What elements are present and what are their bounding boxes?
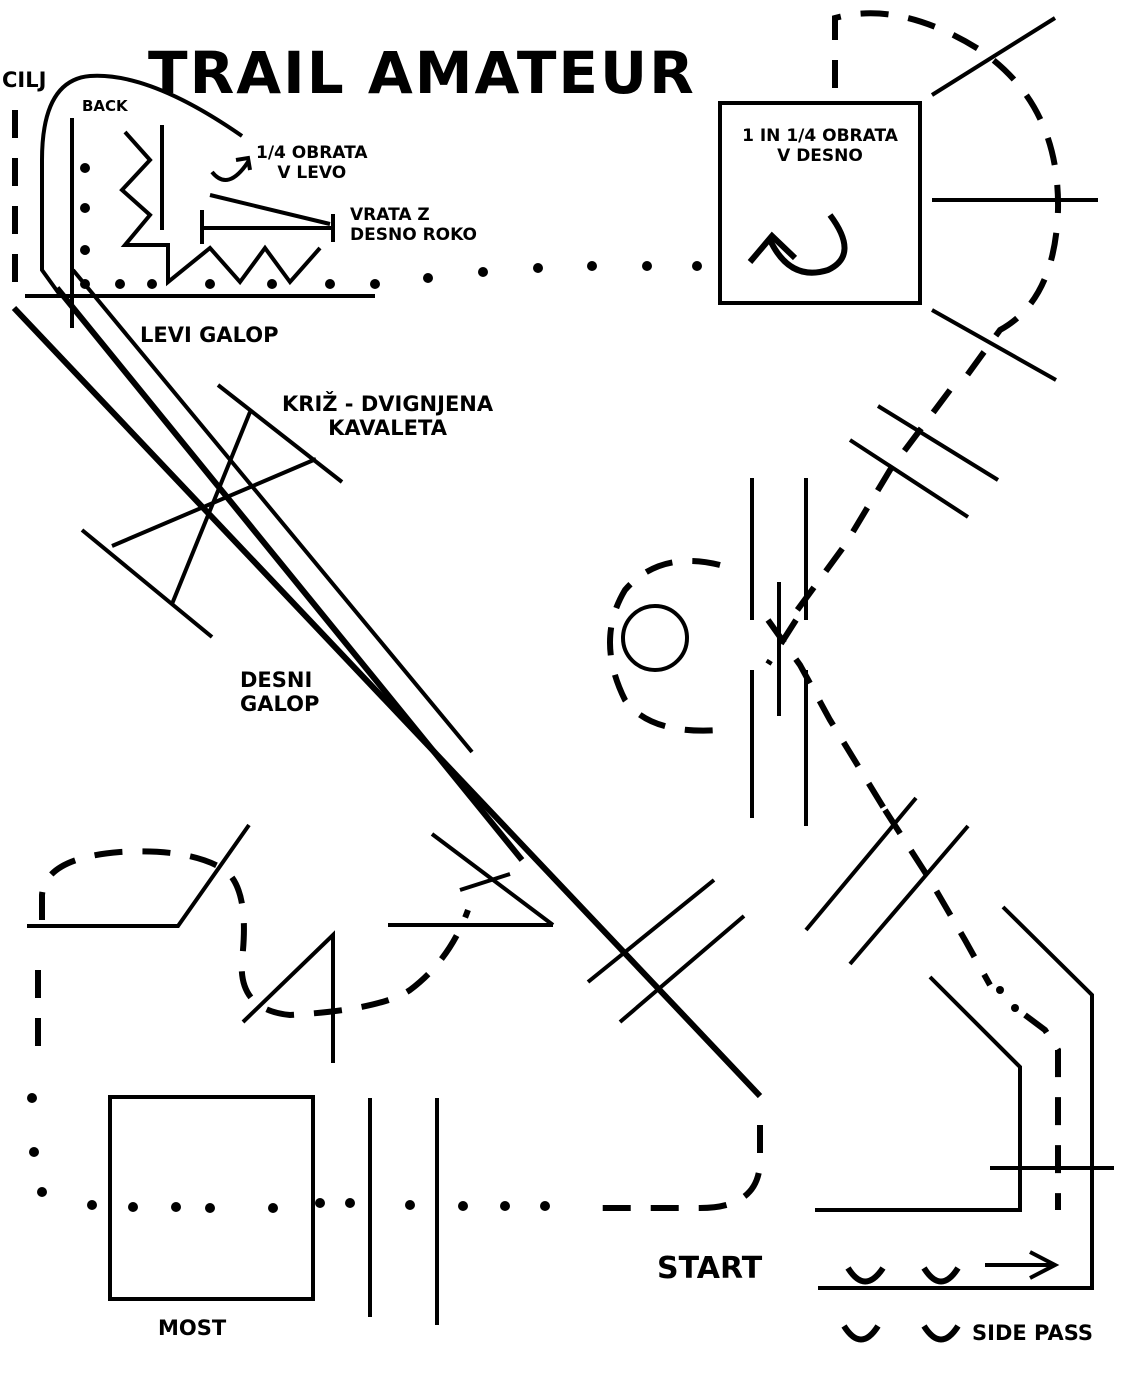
back-through-poles — [70, 118, 322, 328]
dotted-path-bottom — [87, 1198, 550, 1213]
cross-cavaletti-line2: KAVALETA — [328, 416, 447, 441]
center-vertical-poles — [750, 478, 808, 826]
back-label: BACK — [82, 97, 128, 115]
turn-box-line1: 1 IN 1/4 OBRATA — [742, 126, 898, 146]
side-pass-hoof-marks — [841, 1266, 961, 1343]
left-canter-label: LEVI GALOP — [140, 323, 279, 347]
side-pass-label: SIDE PASS — [972, 1321, 1094, 1345]
bridge-poles — [368, 1098, 439, 1325]
gate-label-line1: VRATA Z — [350, 205, 430, 225]
diagonal-lane-lines — [11, 268, 763, 1099]
loop-around-turn-box — [832, 10, 1062, 387]
quarter-turn-left-arrow — [210, 155, 252, 182]
diagram-title: TRAIL AMATEUR — [148, 39, 696, 107]
quarter-turn-left-line2: V LEVO — [277, 162, 347, 183]
cross-raised-cavaletti — [80, 383, 344, 639]
turn-right-arrow — [747, 213, 848, 276]
crossing-poles-upper-right — [848, 404, 1000, 519]
cross-cavaletti-label: KRIŽ - DVIGNJENA KAVALETA — [282, 392, 493, 440]
gate-label: VRATA Z DESNO ROKO — [350, 205, 477, 245]
path-upper-right-down — [787, 388, 953, 622]
back-through-dots — [80, 163, 90, 255]
start-label: START — [657, 1251, 763, 1286]
gate-poles — [200, 193, 335, 244]
cross-cavaletti-line1: KRIŽ - DVIGNJENA — [282, 392, 494, 416]
finish-path-curve — [40, 73, 244, 297]
circle-path-dashed — [607, 557, 721, 734]
center-bottom-crossing-poles — [586, 878, 746, 1024]
turn-box-line2: V DESNO — [777, 145, 863, 166]
path-lower-right — [882, 808, 1061, 1210]
bottom-left-poles — [27, 823, 555, 1063]
bridge-box — [108, 1095, 315, 1301]
finish-label: CILJ — [2, 68, 47, 92]
turn-box-label: 1 IN 1/4 OBRATA V DESNO — [730, 126, 910, 166]
turn-box — [718, 101, 922, 305]
center-cross-path — [765, 618, 888, 812]
quarter-turn-left-line1: 1/4 OBRATA — [256, 143, 368, 163]
left-edge-path — [27, 970, 47, 1197]
quarter-turn-left-label: 1/4 OBRATA V LEVO — [256, 143, 368, 183]
side-pass-arrow — [985, 1250, 1060, 1280]
gate-label-line2: DESNO ROKO — [350, 224, 477, 245]
side-pass-l-poles — [815, 905, 1114, 1290]
start-dashed-path — [590, 1125, 763, 1211]
loop-poles-right — [930, 16, 1098, 382]
bridge-label: MOST — [158, 1316, 227, 1340]
right-canter-line1: DESNI — [240, 668, 313, 692]
right-canter-label: DESNI GALOP — [240, 668, 319, 716]
lower-right-poles — [804, 796, 970, 966]
dotted-path-top — [80, 261, 702, 289]
bottom-left-dashed-loop — [39, 848, 471, 1019]
right-canter-line2: GALOP — [240, 692, 320, 717]
small-circle-marker — [621, 604, 689, 672]
